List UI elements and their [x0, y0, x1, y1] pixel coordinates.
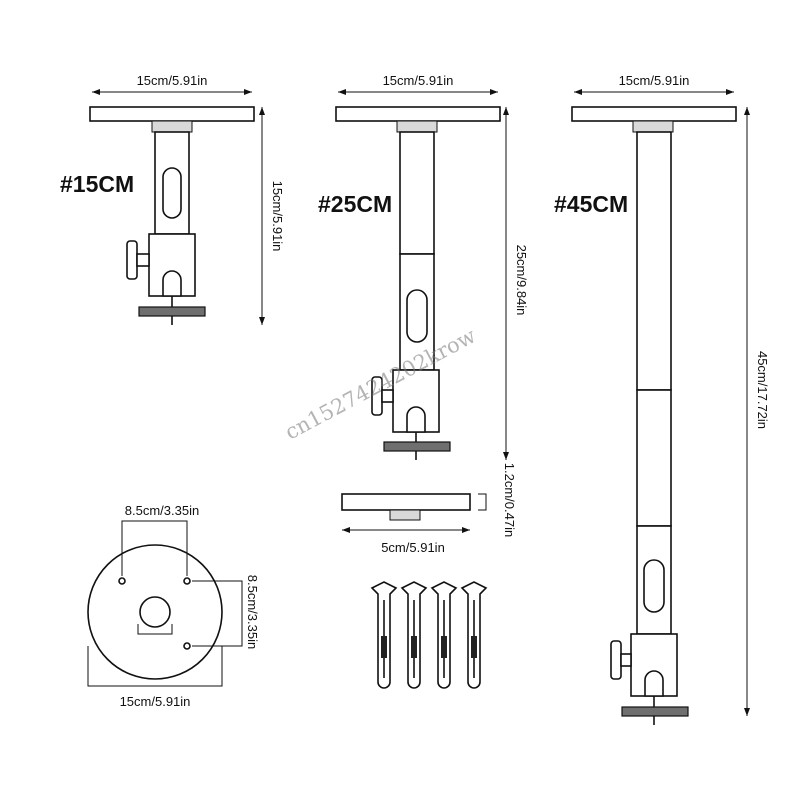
- model-label-25: #25CM: [318, 191, 392, 217]
- model-label-45: #45CM: [554, 191, 628, 217]
- width-label-25: 15cm/5.91in: [383, 73, 454, 88]
- knob-45: [610, 640, 622, 680]
- model-label-15: #15CM: [60, 171, 134, 197]
- width-label-45: 15cm/5.91in: [619, 73, 690, 88]
- rubber-pad-25: [383, 441, 451, 452]
- mounting-hole: [118, 577, 126, 585]
- diameter-label: 15cm/5.91in: [120, 694, 191, 709]
- width-label-15: 15cm/5.91in: [137, 73, 208, 88]
- hole-spacing-h-label: 8.5cm/3.35in: [125, 503, 199, 518]
- mounting-hole: [183, 642, 191, 650]
- height-label-15: 15cm/5.91in: [270, 181, 285, 252]
- anchor-bolt: [400, 581, 428, 689]
- tube-upper-45: [636, 131, 672, 391]
- tube-upper-25: [399, 131, 435, 255]
- ceiling-plate-45: [571, 106, 737, 122]
- mount-25cm: 15cm/5.91in #25CM 25cm/9.84in: [318, 73, 529, 460]
- diameter-bracket: [87, 646, 223, 687]
- plate-side-view: 5cm/5.91in 1.2cm/0.47in: [341, 463, 517, 555]
- hole-spacing-h-bracket: [121, 520, 188, 576]
- tube-slot-15: [162, 167, 182, 219]
- ball-25: [406, 406, 426, 433]
- tube-middle-45: [636, 389, 672, 527]
- knob-stem-45: [620, 653, 632, 667]
- plate-thickness-bracket: [478, 493, 487, 511]
- arrow-right-15: [244, 89, 252, 95]
- knob-stem-15: [136, 253, 150, 267]
- thread-collar-45: [632, 120, 674, 133]
- mount-15cm: 15cm/5.91in #15CM 15cm/5.91in: [60, 73, 285, 325]
- ball-15: [162, 270, 182, 297]
- rubber-pad-45: [621, 706, 689, 717]
- mount-45cm: 15cm/5.91in #45CM 45cm/17.72in: [554, 73, 770, 725]
- knob-15: [126, 240, 138, 280]
- watermark: cn1527424202krow: [281, 324, 480, 445]
- plate-side: [341, 493, 471, 511]
- plate-thread: [389, 509, 421, 521]
- ceiling-plate-25: [335, 106, 501, 122]
- thread-collar-15: [151, 120, 193, 133]
- anchor-set: [370, 581, 488, 689]
- hole-spacing-v-bracket: [192, 580, 243, 647]
- knob-stem-25: [381, 389, 394, 403]
- center-hole: [139, 596, 171, 628]
- plate-thickness-label: 1.2cm/0.47in: [502, 463, 517, 537]
- height-label-25: 25cm/9.84in: [514, 245, 529, 316]
- rubber-pad-15: [138, 306, 206, 317]
- ceiling-plate-15: [89, 106, 255, 122]
- anchor-bolt: [370, 581, 398, 689]
- anchor-bolt: [460, 581, 488, 689]
- ball-45: [644, 670, 664, 697]
- anchor-bolt: [430, 581, 458, 689]
- mounting-hole: [183, 577, 191, 585]
- tube-slot-45: [643, 559, 665, 613]
- plate-width-label: 5cm/5.91in: [381, 540, 445, 555]
- base-plate-top-view: 8.5cm/3.35in 8.5cm/3.35in 15cm/5.91in: [87, 503, 260, 709]
- thread-collar-25: [396, 120, 438, 133]
- hole-spacing-v-label: 8.5cm/3.35in: [245, 575, 260, 649]
- tube-slot-25: [406, 289, 428, 343]
- arrow-left-15: [92, 89, 100, 95]
- height-label-45: 45cm/17.72in: [755, 351, 770, 429]
